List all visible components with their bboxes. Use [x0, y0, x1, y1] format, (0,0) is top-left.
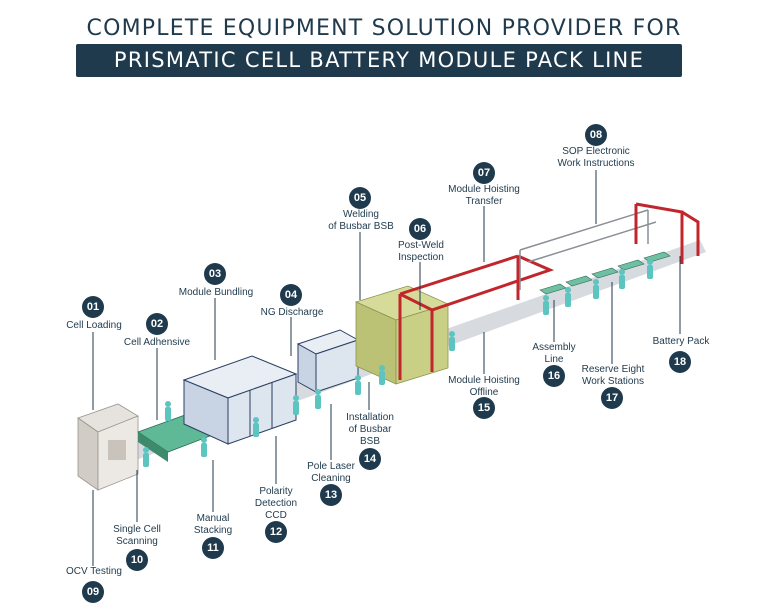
- step-badge-14: 14: [359, 448, 381, 470]
- hoisting-gantry-2: [634, 202, 700, 264]
- cell-loading-machine: [77, 403, 139, 491]
- step-badge-13: 13: [320, 484, 342, 506]
- assembly-line-modules: [539, 251, 671, 295]
- leader-lines: [92, 170, 681, 566]
- step-badge-15: 15: [473, 397, 495, 419]
- laser-cleaning-machine: [296, 329, 360, 393]
- operators: [143, 259, 653, 467]
- step-badge-03: 03: [204, 263, 226, 285]
- step-label-09: OCV Testing: [66, 566, 122, 577]
- step-badge-17: 17: [601, 387, 623, 409]
- module-bundling-machine: [182, 355, 298, 445]
- step-badge-04: 04: [280, 284, 302, 306]
- step-label-01: Cell Loading: [66, 320, 122, 331]
- step-badge-07: 07: [473, 162, 495, 184]
- step-badge-08: 08: [585, 124, 607, 146]
- step-badge-11: 11: [202, 537, 224, 559]
- step-label-04: NG Discharge: [260, 307, 324, 318]
- step-badge-06: 06: [409, 218, 431, 240]
- step-badge-18: 18: [669, 351, 691, 373]
- step-badge-12: 12: [265, 521, 287, 543]
- step-badge-01: 01: [82, 296, 104, 318]
- step-badge-09: 09: [82, 581, 104, 603]
- header-title-band: PRISMATIC CELL BATTERY MODULE PACK LINE: [76, 44, 682, 77]
- step-label-18: Battery Pack: [652, 336, 710, 347]
- header-title-line1: COMPLETE EQUIPMENT SOLUTION PROVIDER FOR: [86, 16, 682, 41]
- header-title-line2: PRISMATIC CELL BATTERY MODULE PACK LINE: [113, 48, 645, 72]
- welding-cell: [354, 285, 450, 385]
- step-label-03: Module Bundling: [178, 287, 254, 298]
- step-badge-10: 10: [126, 549, 148, 571]
- step-badge-05: 05: [349, 187, 371, 209]
- step-badge-16: 16: [543, 365, 565, 387]
- step-label-02: Cell Adhensive: [123, 337, 191, 348]
- step-badge-02: 02: [146, 313, 168, 335]
